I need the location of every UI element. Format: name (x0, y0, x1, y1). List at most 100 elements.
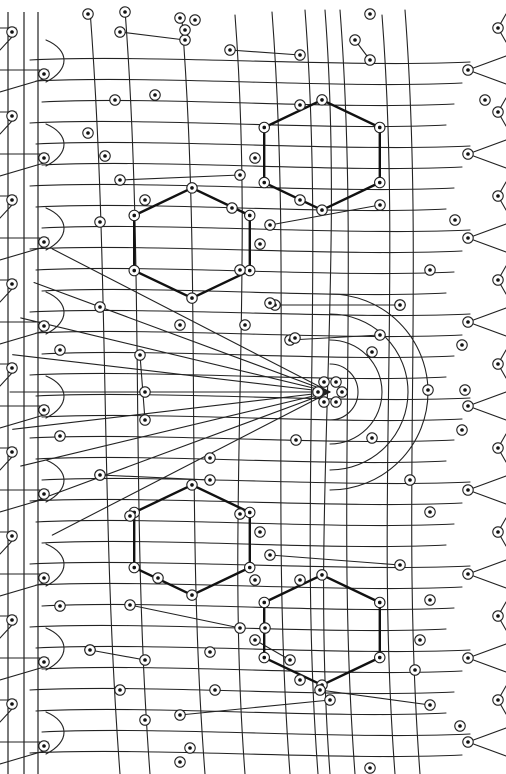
pin-dot (262, 601, 266, 605)
pin-dot (193, 18, 197, 22)
pin-dot (183, 28, 187, 32)
pin-dot (368, 58, 372, 62)
fan-ray (52, 392, 330, 535)
pin-dot (188, 746, 192, 750)
pin-dot (370, 350, 374, 354)
pin-dot (42, 744, 46, 748)
pin-dot (10, 114, 14, 118)
pin-dot (398, 563, 402, 567)
pin-dot (248, 214, 252, 218)
pin-dot (320, 573, 324, 577)
pin-dot (378, 333, 382, 337)
thread (0, 121, 12, 134)
cross-thread (36, 583, 462, 588)
pin-dot (243, 323, 247, 327)
pin-dot (466, 740, 470, 744)
pin-dot (58, 348, 62, 352)
pin-dot (460, 343, 464, 347)
pin-dot (118, 30, 122, 34)
pin-dot (88, 648, 92, 652)
fan-ray (34, 392, 330, 501)
pin-dot (190, 296, 194, 300)
cross-thread (36, 520, 454, 525)
thread (0, 541, 12, 554)
pin-dot (418, 638, 422, 642)
pin-dot (318, 688, 322, 692)
tally-bar (320, 690, 430, 705)
pin-dot (253, 578, 257, 582)
cross-thread (30, 499, 462, 504)
pin-dot (118, 178, 122, 182)
pin-dot (183, 38, 187, 42)
tally-bar (90, 650, 145, 660)
left-edge-passive-threads (8, 12, 38, 774)
pin-dot (258, 242, 262, 246)
pin-dot (10, 30, 14, 34)
pin-dot (428, 703, 432, 707)
pin-dot (328, 698, 332, 702)
pin-dot (10, 198, 14, 202)
pin-dot (42, 156, 46, 160)
pin-dot (10, 534, 14, 538)
tally-bar (230, 50, 300, 55)
pin-dot (143, 418, 147, 422)
pin-dot (322, 380, 326, 384)
pin-dot (143, 658, 147, 662)
thread (0, 625, 12, 638)
pin-dot (253, 156, 257, 160)
thread (0, 373, 12, 386)
pin-dot (42, 72, 46, 76)
pin-dot (413, 668, 417, 672)
pin-dot (58, 434, 62, 438)
pin-dot (228, 48, 232, 52)
pin-dot (496, 194, 500, 198)
tally-bar (120, 175, 240, 180)
pin-dot (132, 269, 136, 273)
tally-bar (270, 555, 400, 565)
pin-dot (263, 626, 267, 630)
pin-dot (466, 320, 470, 324)
cross-thread (36, 331, 462, 336)
pin-dot (496, 26, 500, 30)
pin-dot (483, 98, 487, 102)
thread (0, 37, 12, 50)
pin-dot (238, 626, 242, 630)
pin-dot (428, 510, 432, 514)
pin-dot (208, 456, 212, 460)
pin-dot (10, 366, 14, 370)
pin-dot (98, 473, 102, 477)
cross-thread (36, 79, 462, 84)
pin-dot (496, 530, 500, 534)
pin-dot (178, 16, 182, 20)
pin-dot (128, 603, 132, 607)
pin-dot (230, 206, 234, 210)
pin-dot (86, 131, 90, 135)
thread (0, 457, 12, 470)
pin-dot (248, 566, 252, 570)
pin-dot (458, 724, 462, 728)
pin-dot (262, 181, 266, 185)
tally-bar (120, 32, 185, 40)
pin-dot (496, 110, 500, 114)
pin-dot (428, 268, 432, 272)
pin-dot (190, 186, 194, 190)
cross-thread (42, 100, 454, 105)
pin-dot (86, 12, 90, 16)
pin-dot (208, 478, 212, 482)
pin-dot (378, 203, 382, 207)
pin-dot (294, 438, 298, 442)
pin-dot (398, 303, 402, 307)
pin-dot (248, 511, 252, 515)
pin-dot (190, 483, 194, 487)
cross-thread (36, 457, 446, 462)
pin-dot (496, 698, 500, 702)
pin-dot (42, 240, 46, 244)
pin-dot (113, 98, 117, 102)
cross-thread (36, 646, 470, 651)
pin-dot (496, 446, 500, 450)
pin-dot (213, 688, 217, 692)
pin-dot (408, 478, 412, 482)
pin-dot (460, 428, 464, 432)
cross-thread (30, 373, 446, 378)
